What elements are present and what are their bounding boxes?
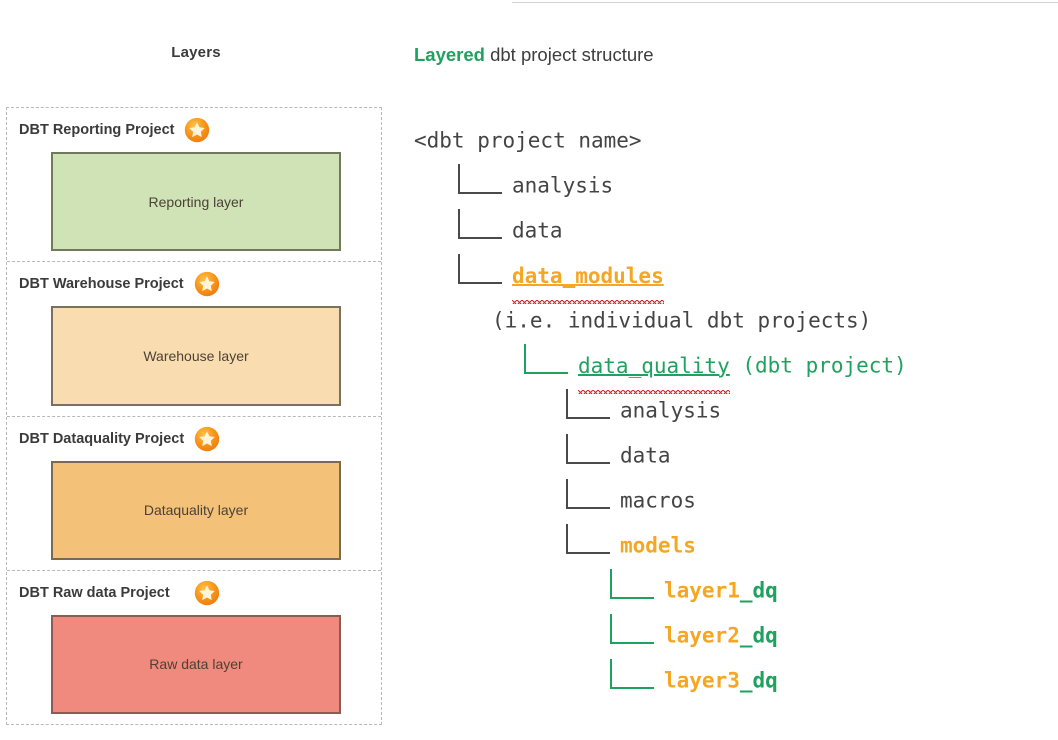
- project-cell-rawdata[interactable]: DBT Raw data Project Raw data layer: [7, 571, 381, 724]
- tree-node-suffix: (dbt project): [729, 353, 907, 378]
- tree-row: (i.e. individual dbt projects): [414, 298, 1054, 343]
- structure-title-highlight: Layered: [414, 44, 485, 65]
- tree-node-label-data-quality: data_quality: [578, 344, 730, 394]
- tree-elbow-icon: [610, 659, 654, 691]
- tree-row: macros: [414, 478, 1054, 523]
- tree-note-label: (i.e. individual dbt projects): [492, 308, 872, 333]
- project-title: DBT Reporting Project: [19, 122, 175, 138]
- layer-box-label: Reporting layer: [148, 193, 244, 210]
- tree-row: analysis: [414, 388, 1054, 433]
- tree-elbow-icon: [566, 389, 610, 421]
- tree-row: models: [414, 523, 1054, 568]
- project-header: DBT Reporting Project: [7, 108, 381, 152]
- layer-box-label: Dataquality layer: [143, 502, 249, 519]
- tree-elbow-icon: [566, 524, 610, 556]
- star-badge-icon: [194, 426, 220, 451]
- tree-elbow-icon: [610, 614, 654, 646]
- layer-box-label: Raw data layer: [149, 656, 243, 673]
- top-divider-rule: [512, 2, 1058, 3]
- tree-row: layer2_dq: [414, 613, 1054, 658]
- tree-row: layer3_dq: [414, 658, 1054, 703]
- tree-root-label: <dbt project name>: [414, 128, 642, 153]
- layer-box-label: Warehouse layer: [143, 347, 249, 364]
- structure-title-rest: dbt project structure: [484, 44, 654, 65]
- tree-row: data_quality (dbt project): [414, 343, 1054, 394]
- project-title: DBT Dataquality Project: [19, 430, 185, 447]
- tree-row: data: [414, 433, 1054, 478]
- tree-elbow-icon: [458, 254, 502, 286]
- tree-elbow-icon: [524, 344, 568, 376]
- project-header: DBT Raw data Project: [7, 571, 381, 615]
- project-title: DBT Raw data Project: [19, 584, 170, 601]
- project-header: DBT Dataquality Project: [7, 417, 381, 461]
- tree-elbow-icon: [458, 209, 502, 241]
- tree-node-label: data: [512, 218, 563, 243]
- star-badge-icon: [194, 272, 219, 297]
- tree-row: data_modules: [414, 253, 1054, 304]
- project-title: DBT Warehouse Project: [19, 276, 184, 293]
- tree-elbow-icon: [566, 434, 610, 466]
- tree-node-suffix: _dq: [739, 668, 778, 693]
- tree-elbow-icon: [458, 164, 502, 196]
- tree-row: analysis: [414, 163, 1054, 208]
- structure-panel: Layered dbt project structure <dbt proje…: [400, 0, 1058, 740]
- tree-node-label: macros: [620, 488, 696, 513]
- project-tree: <dbt project name> analysis data data_mo…: [414, 118, 1054, 703]
- tree-node-suffix: _dq: [739, 578, 778, 603]
- project-cell-warehouse[interactable]: DBT Warehouse Project Warehouse layer: [7, 262, 381, 417]
- layers-stack: DBT Reporting Project Reporting layer: [6, 107, 382, 725]
- layer-box-warehouse[interactable]: Warehouse layer: [51, 306, 341, 406]
- project-header: DBT Warehouse Project: [7, 262, 381, 306]
- tree-node-suffix: _dq: [739, 623, 778, 648]
- tree-elbow-icon: [566, 479, 610, 511]
- tree-node-label: analysis: [512, 173, 614, 198]
- tree-node-label-layer2: layer2: [664, 623, 740, 648]
- project-cell-dataquality[interactable]: DBT Dataquality Project Dataquality laye…: [7, 417, 381, 571]
- layer-box-dataquality[interactable]: Dataquality layer: [51, 460, 341, 560]
- tree-row: data: [414, 208, 1054, 253]
- tree-node-label-models: models: [620, 533, 696, 558]
- layers-heading: Layers: [171, 44, 221, 61]
- tree-node-label: analysis: [620, 398, 722, 423]
- tree-node-label-layer1: layer1: [664, 578, 740, 603]
- star-badge-icon: [194, 580, 219, 605]
- tree-node-label-data-modules: data_modules: [512, 254, 664, 304]
- tree-row: <dbt project name>: [414, 118, 1054, 163]
- star-badge-icon: [185, 117, 210, 143]
- tree-node-label: data: [620, 443, 671, 468]
- project-cell-reporting[interactable]: DBT Reporting Project Reporting layer: [7, 108, 381, 263]
- layer-box-rawdata[interactable]: Raw data layer: [51, 614, 341, 714]
- layers-panel: Layers DBT Reporting Project: [0, 0, 392, 740]
- tree-node-label-layer3: layer3: [664, 668, 740, 693]
- tree-elbow-icon: [610, 569, 654, 601]
- tree-row: layer1_dq: [414, 568, 1054, 613]
- structure-title: Layered dbt project structure: [414, 44, 654, 66]
- layer-box-reporting[interactable]: Reporting layer: [51, 152, 341, 252]
